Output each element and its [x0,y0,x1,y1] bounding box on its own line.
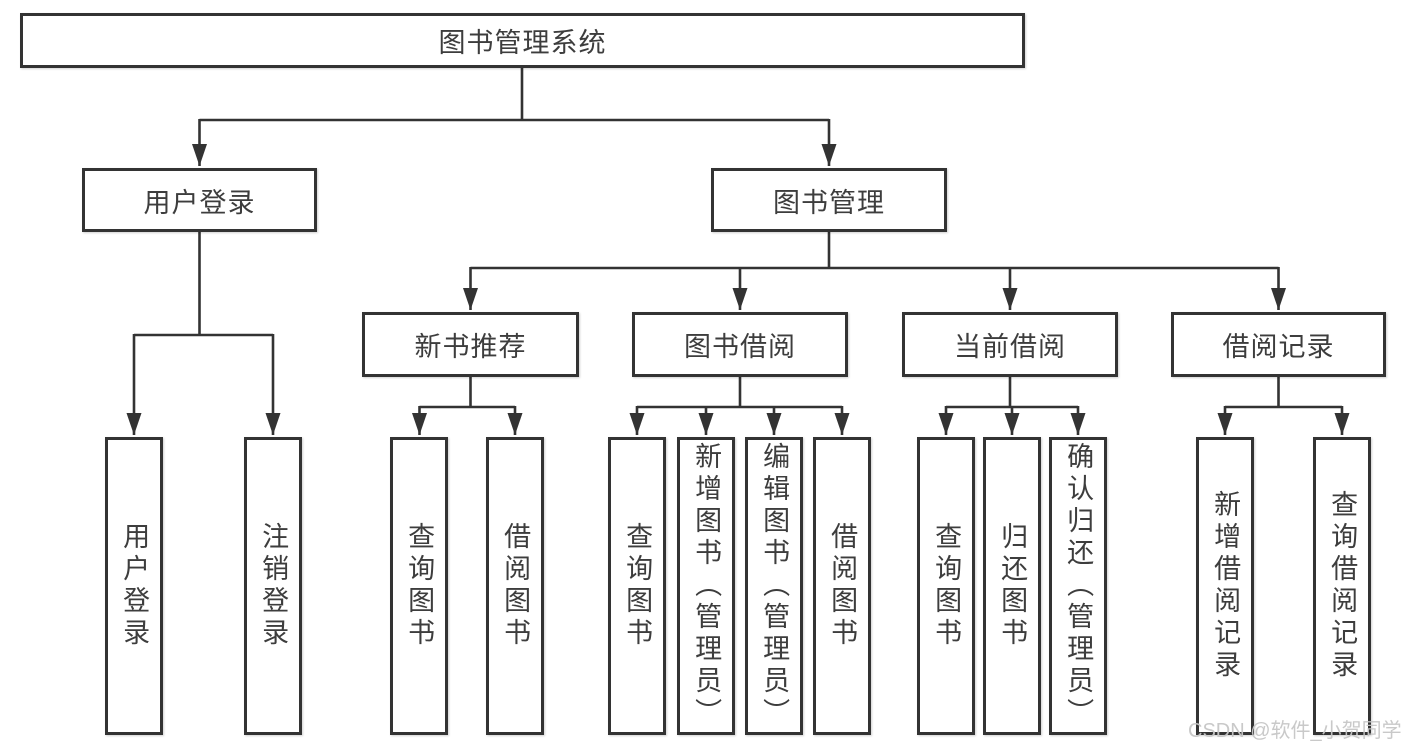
node-leaf-add-book-admin: 新增图书（管理员） [677,437,735,735]
node-book-management: 图书管理 [711,168,947,232]
node-leaf-edit-book-admin: 编辑图书（管理员） [745,437,803,735]
leaf-label: 查询图书 [622,522,653,650]
node-leaf-confirm-return-admin: 确认归还（管理员） [1049,437,1107,735]
node-book-borrow: 图书借阅 [632,312,848,377]
node-leaf-borrow-book-1: 借阅图书 [486,437,544,735]
leaf-label: 查询图书 [931,522,962,650]
node-leaf-logout: 注销登录 [244,437,302,735]
node-leaf-query-borrow-record: 查询借阅记录 [1313,437,1371,735]
leaf-label: 借阅图书 [500,522,531,650]
leaf-label: 用户登录 [119,522,150,650]
leaf-label: 编辑图书（管理员） [759,442,790,730]
leaf-label: 查询图书 [404,522,435,650]
watermark: CSDN @软件_小贺同学 [1188,720,1402,742]
node-leaf-query-book-1: 查询图书 [390,437,448,735]
node-new-book-recommend: 新书推荐 [362,312,579,377]
node-current-borrow: 当前借阅 [902,312,1118,377]
node-user-login: 用户登录 [82,168,317,232]
node-leaf-borrow-book-2: 借阅图书 [813,437,871,735]
leaf-label: 新增借阅记录 [1210,490,1241,682]
node-leaf-add-borrow-record: 新增借阅记录 [1196,437,1254,735]
node-leaf-user-login: 用户登录 [105,437,163,735]
node-borrow-records: 借阅记录 [1171,312,1386,377]
leaf-label: 注销登录 [258,522,289,650]
node-root: 图书管理系统 [20,13,1025,68]
node-leaf-return-book: 归还图书 [983,437,1041,735]
leaf-label: 确认归还（管理员） [1063,442,1094,730]
leaf-label: 借阅图书 [827,522,858,650]
leaf-label: 新增图书（管理员） [691,442,722,730]
node-leaf-query-book-3: 查询图书 [917,437,975,735]
leaf-label: 归还图书 [997,522,1028,650]
node-leaf-query-book-2: 查询图书 [608,437,666,735]
leaf-label: 查询借阅记录 [1327,490,1358,682]
